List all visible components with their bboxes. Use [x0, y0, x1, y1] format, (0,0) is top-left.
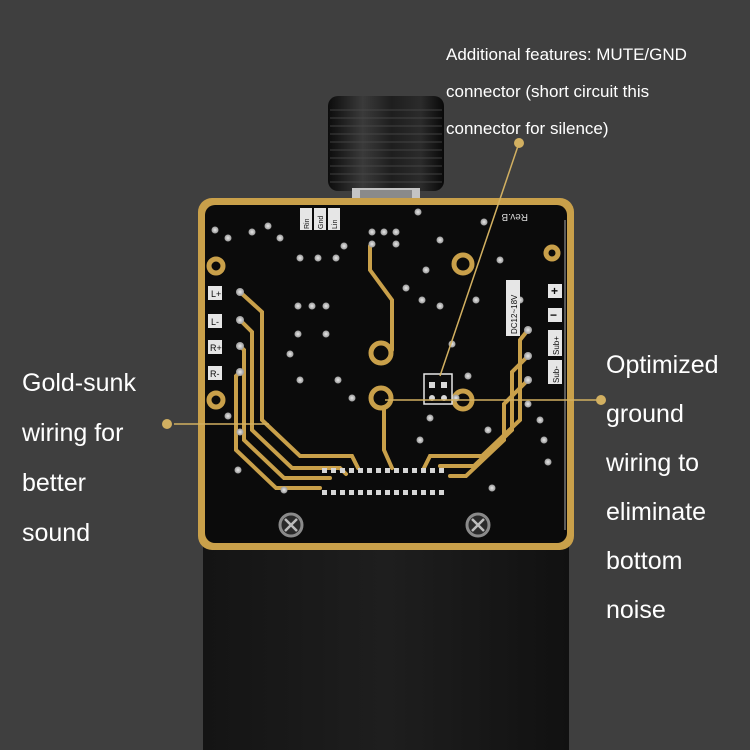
annotation-gold-sunk: Gold-sunk wiring for better sound [22, 358, 172, 558]
pcb-board [198, 198, 574, 550]
label-rin: Rin [304, 218, 311, 229]
mounting-pads [206, 244, 561, 412]
annotation-line: connector for silence) [446, 119, 609, 138]
label-l-plus: L+ [211, 289, 221, 299]
annotation-line: wiring for [22, 419, 124, 447]
annotation-line: wiring to [606, 449, 700, 477]
annotation-line: Additional features: MUTE/GND [446, 45, 687, 64]
label-lin: Lin [332, 220, 339, 229]
label-plus: + [551, 284, 558, 298]
label-dc-voltage: DC12~18V [510, 294, 519, 334]
leader-dot-gold-sunk [162, 419, 172, 429]
annotation-line: Optimized [606, 351, 719, 379]
leader-dot-ground [596, 395, 606, 405]
annotation-line: noise [606, 596, 666, 624]
input-labels: Rin Gnd Lin [300, 208, 340, 230]
volume-knob [328, 96, 444, 206]
label-sub-minus: Sub- [552, 366, 561, 383]
annotation-line: eliminate [606, 498, 707, 526]
label-rev: Rev.B [501, 211, 528, 222]
annotation-ground: Optimized ground wiring to eliminate bot… [606, 341, 748, 635]
annotation-line: connector (short circuit this [446, 82, 650, 101]
screws [278, 512, 491, 538]
annotation-line: bottom [606, 547, 683, 575]
annotation-line: ground [606, 400, 684, 428]
label-sub-plus: Sub+ [552, 336, 561, 355]
annotation-line: Gold-sunk [22, 369, 136, 397]
label-r-plus: R+ [210, 343, 222, 353]
annotation-line: sound [22, 519, 91, 547]
vias [211, 208, 552, 494]
label-minus: − [550, 308, 557, 322]
leader-mute-gnd [439, 142, 520, 377]
label-r-minus: R- [210, 369, 220, 379]
label-gnd: Gnd [318, 216, 325, 229]
left-terminal-labels: L+ L- R+ R- [208, 286, 222, 380]
leader-dot-mute-gnd [514, 138, 524, 148]
ic-pad-rows [322, 468, 444, 495]
power-labels: DC12~18V + − Sub+ Sub- [506, 280, 562, 384]
annotation-mute-gnd: Additional features: MUTE/GND connector … [446, 36, 746, 147]
annotation-line: better [22, 469, 86, 497]
label-l-minus: L- [211, 317, 219, 327]
annotation-leaders [174, 142, 597, 425]
heatsink [203, 545, 569, 750]
